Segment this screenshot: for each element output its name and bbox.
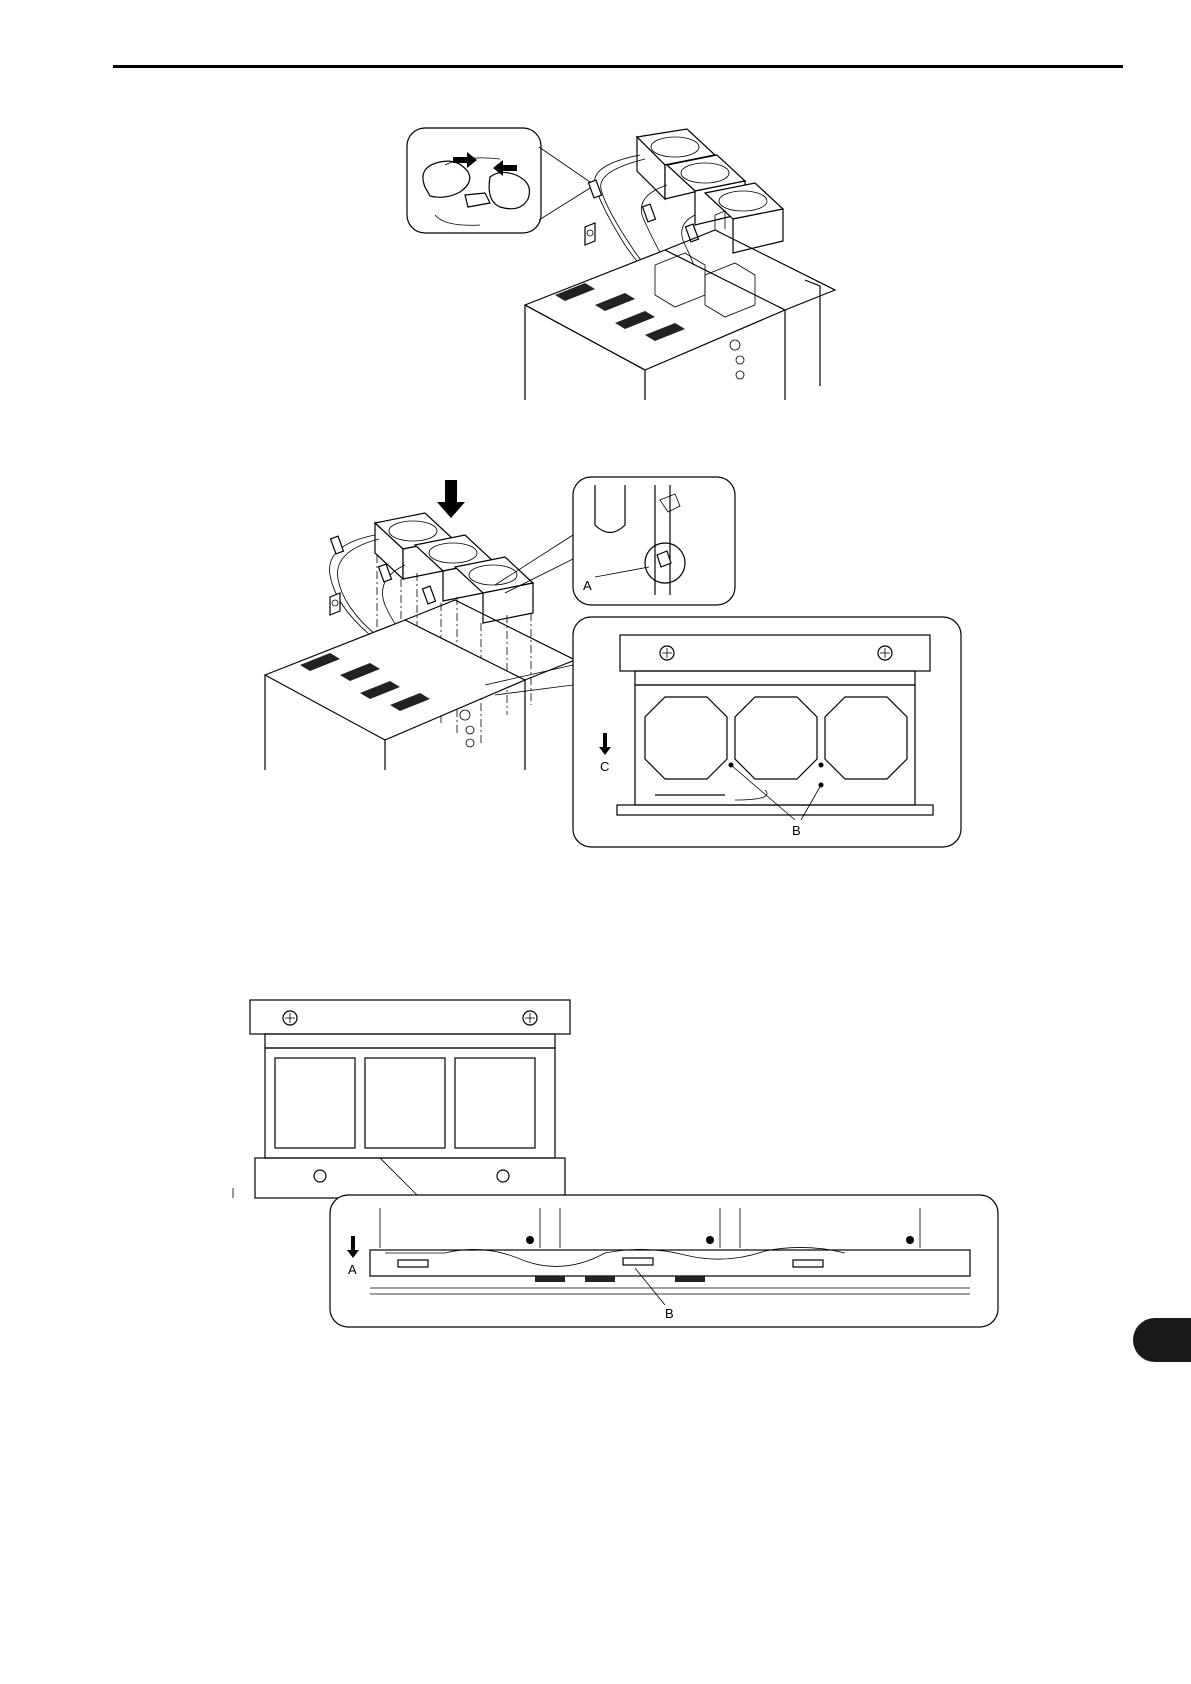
callout-label-a: A [583, 578, 592, 593]
figure-fan-connector [405, 125, 825, 405]
callout-label-b: B [792, 823, 801, 838]
callout-label-c: C [600, 759, 609, 774]
callout-label-a: A [348, 1262, 357, 1277]
drive-chassis [265, 593, 575, 770]
drive-chassis [525, 211, 835, 400]
header-rule [113, 65, 1123, 68]
detail-bubble [407, 128, 541, 233]
arrow-down-icon [437, 480, 465, 518]
detail-bubble-ab: B A [330, 1195, 998, 1327]
figure-fan-install: A B C [255, 475, 975, 855]
fan-panel-front [233, 1000, 570, 1198]
callout-label-b: B [665, 1306, 674, 1321]
figure-cable-routing: B A [225, 998, 1005, 1333]
chapter-tab [1133, 1318, 1191, 1362]
detail-bubble-bc: B C [485, 617, 961, 847]
